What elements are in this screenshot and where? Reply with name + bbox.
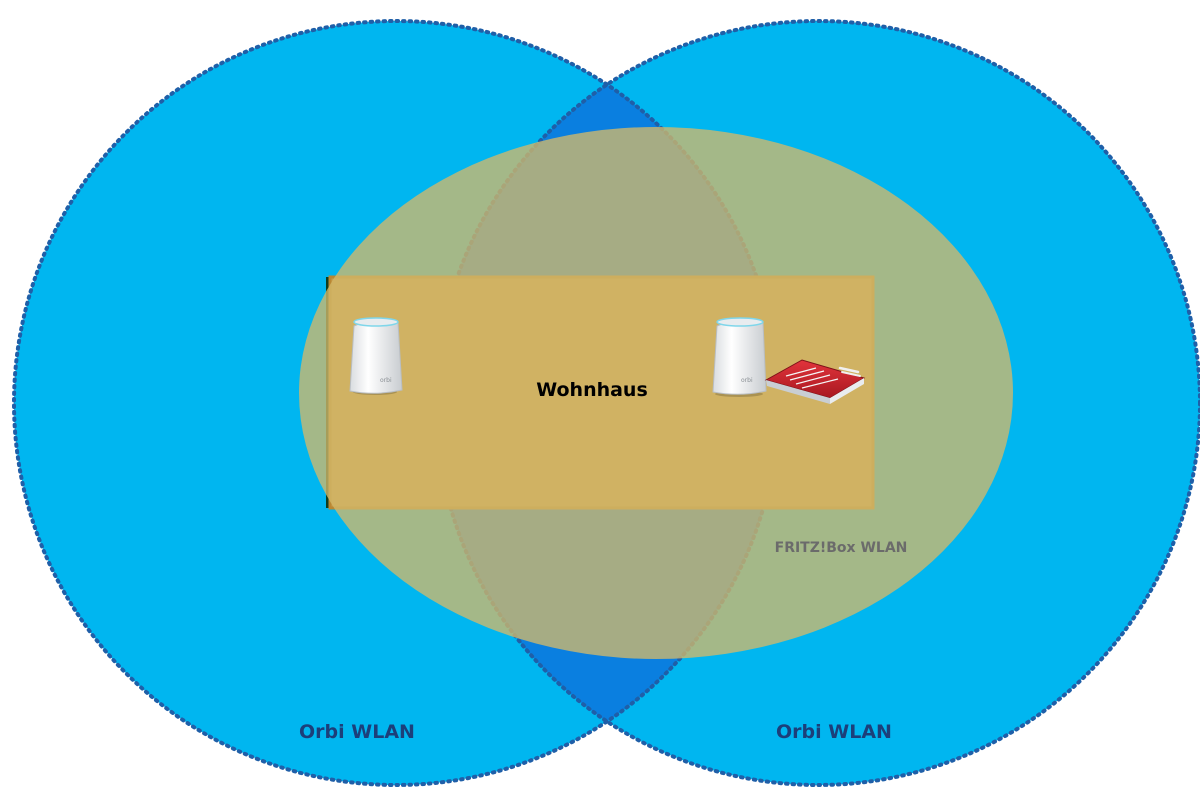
orbi-satellite-icon: orbi — [349, 317, 403, 395]
fritzbox-router-icon — [764, 359, 866, 404]
orbi-router-icon: orbi — [712, 317, 767, 397]
orbi-wlan-right-label: Orbi WLAN — [776, 721, 892, 743]
svg-text:orbi: orbi — [741, 377, 753, 384]
orbi-coverage-right-outline — [434, 19, 1200, 787]
house-label: Wohnhaus — [536, 379, 648, 401]
fritzbox-coverage-ellipse — [299, 127, 1013, 659]
svg-text:orbi: orbi — [380, 377, 392, 384]
orbi-wlan-left-label: Orbi WLAN — [299, 721, 415, 743]
fritzbox-wlan-label: FRITZ!Box WLAN — [775, 540, 908, 556]
